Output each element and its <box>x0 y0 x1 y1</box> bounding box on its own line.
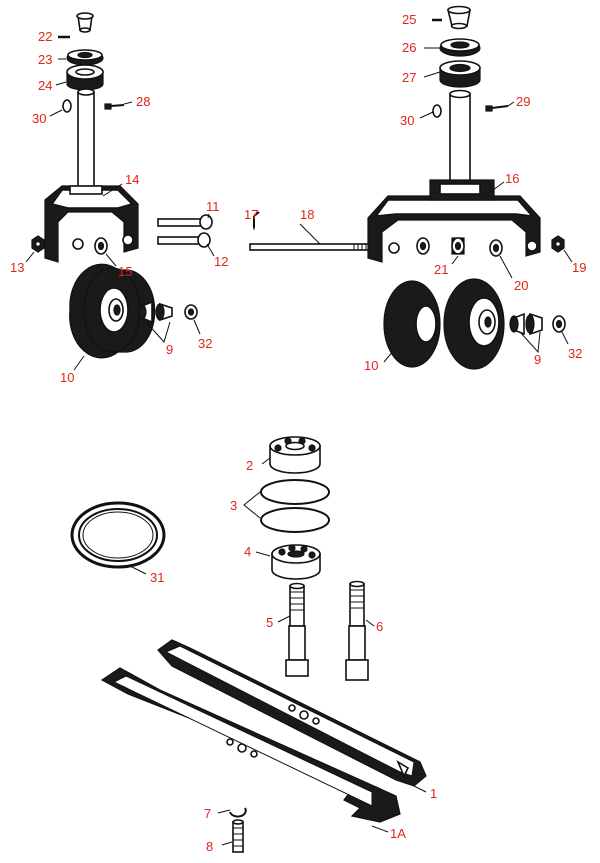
callout-5: 5 <box>266 615 273 630</box>
part-8-bolt <box>232 819 244 853</box>
callout-31: 31 <box>150 570 164 585</box>
part-3-o-rings <box>260 479 330 533</box>
part-16-caster-fork <box>367 179 541 263</box>
callout-18: 18 <box>300 207 314 222</box>
callout-16: 16 <box>505 171 519 186</box>
part-23-washer <box>66 49 104 66</box>
part-32-washer-left <box>184 304 198 320</box>
right-caster-assembly <box>367 5 566 370</box>
callout-24: 24 <box>38 78 52 93</box>
callout-9-right: 9 <box>534 352 541 367</box>
part-1-blade <box>157 639 427 787</box>
left-caster-assembly <box>31 12 213 359</box>
callout-7: 7 <box>204 806 211 821</box>
part-2-bearing <box>269 436 321 474</box>
callout-20: 20 <box>514 278 528 293</box>
part-17-pin <box>253 211 260 228</box>
callout-10-left: 10 <box>60 370 74 385</box>
callout-32-left: 32 <box>198 336 212 351</box>
part-24-bearing <box>66 64 104 91</box>
callout-15: 15 <box>118 264 132 279</box>
part-10-wheels-right <box>383 278 505 370</box>
callout-11: 11 <box>206 199 220 214</box>
callout-13: 13 <box>10 260 24 275</box>
callout-1a: 1A <box>390 826 406 841</box>
callout-12: 12 <box>214 254 228 269</box>
callout-27: 27 <box>402 70 416 85</box>
part-22-cap <box>76 12 94 33</box>
part-12-bolt <box>157 232 211 248</box>
callout-9-left: 9 <box>166 342 173 357</box>
part-30-bushing-left <box>62 99 72 113</box>
callout-1: 1 <box>430 786 437 801</box>
part-11-bolt <box>157 214 213 230</box>
part-13-nut <box>31 235 45 253</box>
part-6-spindle-shaft <box>345 580 369 681</box>
part-26-washer <box>439 38 481 57</box>
part-30-bushing-right <box>432 104 442 118</box>
part-32-washer-right <box>552 315 566 333</box>
callout-21: 21 <box>434 262 448 277</box>
callout-28: 28 <box>136 94 150 109</box>
callout-17: 17 <box>244 207 258 222</box>
part-21-spacer <box>451 237 465 255</box>
callout-14: 14 <box>125 172 139 187</box>
part-5-spindle-shaft <box>285 582 309 677</box>
part-7-retaining-clip <box>229 807 247 818</box>
part-27-bearing <box>439 60 481 88</box>
part-9-bearings-right <box>509 312 543 336</box>
part-1a-blade <box>100 667 401 823</box>
callout-30-left: 30 <box>32 111 46 126</box>
callout-23: 23 <box>38 52 52 67</box>
part-29-bolt <box>485 105 509 112</box>
part-10-wheel-left <box>69 263 156 359</box>
part-18-axle-rod <box>249 243 371 251</box>
part-14-caster-fork <box>44 185 139 263</box>
part-28-bolt <box>104 103 125 110</box>
part-25-cap <box>446 5 471 30</box>
callout-6: 6 <box>376 619 383 634</box>
part-19-nut <box>551 235 565 253</box>
callout-19: 19 <box>572 260 586 275</box>
part-4-bearing <box>271 544 321 580</box>
callout-22: 22 <box>38 29 52 44</box>
leader-lines <box>25 18 573 846</box>
callout-25: 25 <box>402 12 416 27</box>
callout-29: 29 <box>516 94 530 109</box>
callout-26: 26 <box>402 40 416 55</box>
callout-10-right: 10 <box>364 358 378 373</box>
callout-8: 8 <box>206 839 213 854</box>
callout-4: 4 <box>244 544 251 559</box>
part-9-bearings-left <box>137 300 173 324</box>
left-spindle-shaft <box>77 88 95 195</box>
right-spindle-shaft <box>449 89 471 187</box>
callout-30-right: 30 <box>400 113 414 128</box>
part-31-belt <box>70 501 166 569</box>
callout-labels: 22 23 24 30 28 14 11 12 13 15 17 18 10 9… <box>10 12 586 854</box>
callout-2: 2 <box>246 458 253 473</box>
callout-3: 3 <box>230 498 237 513</box>
callout-32-right: 32 <box>568 346 582 361</box>
